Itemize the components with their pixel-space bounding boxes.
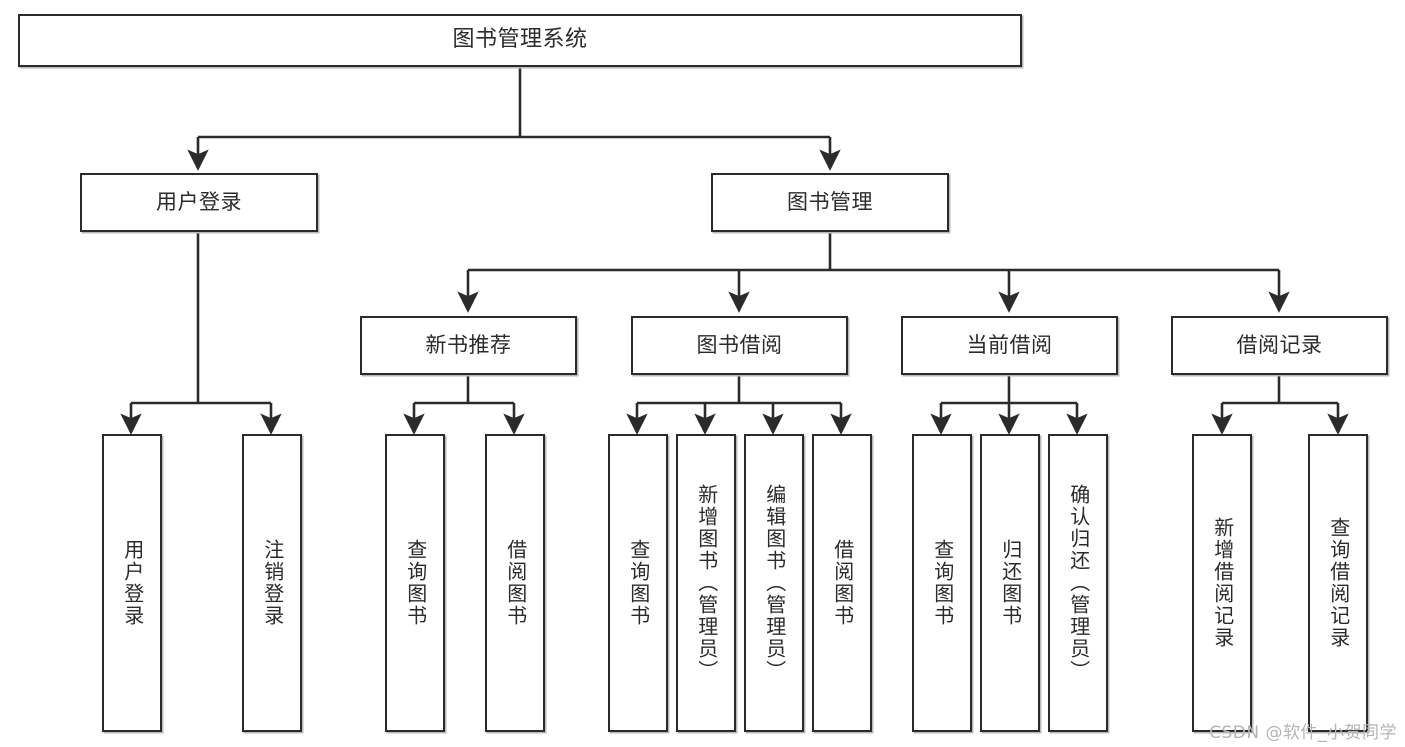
node-leaf-borrow-book-recommend[interactable]: 借阅图书 <box>485 434 545 732</box>
node-leaf-logout-login[interactable]: 注销登录 <box>242 434 302 732</box>
node-leaf-confirm-return-admin[interactable]: 确认归还（管理员） <box>1048 434 1108 732</box>
node-label: 查询图书 <box>626 539 651 627</box>
node-label: 归还图书 <box>998 539 1023 627</box>
node-label: 借阅记录 <box>1236 332 1323 357</box>
node-label: 图书管理 <box>787 189 873 214</box>
node-label: 借阅图书 <box>503 539 528 627</box>
node-leaf-query-book-borrow[interactable]: 查询图书 <box>608 434 668 732</box>
node-label: 注销登录 <box>260 539 285 627</box>
node-label: 当前借阅 <box>966 332 1053 357</box>
node-current-borrow[interactable]: 当前借阅 <box>901 316 1118 375</box>
node-label: 图书管理系统 <box>452 27 588 53</box>
node-leaf-add-book-admin[interactable]: 新增图书（管理员） <box>676 434 736 732</box>
node-label: 新增借阅记录 <box>1210 517 1235 649</box>
node-label: 查询借阅记录 <box>1326 517 1351 649</box>
node-leaf-query-borrow-record[interactable]: 查询借阅记录 <box>1308 434 1368 732</box>
node-label: 查询图书 <box>403 539 428 627</box>
node-root-book-management-system[interactable]: 图书管理系统 <box>18 14 1022 67</box>
node-label: 图书借阅 <box>696 332 783 357</box>
node-book-management[interactable]: 图书管理 <box>711 173 949 232</box>
node-leaf-add-borrow-record[interactable]: 新增借阅记录 <box>1192 434 1252 732</box>
node-label: 用户登录 <box>156 189 242 214</box>
node-label: 查询图书 <box>930 539 955 627</box>
node-label: 新书推荐 <box>425 332 512 357</box>
node-user-login[interactable]: 用户登录 <box>80 173 318 232</box>
node-leaf-edit-book-admin[interactable]: 编辑图书（管理员） <box>744 434 804 732</box>
node-label: 新增图书（管理员） <box>694 484 719 682</box>
node-leaf-user-login[interactable]: 用户登录 <box>102 434 162 732</box>
node-label: 用户登录 <box>120 539 145 627</box>
node-label: 借阅图书 <box>830 539 855 627</box>
node-label: 编辑图书（管理员） <box>762 484 787 682</box>
node-label: 确认归还（管理员） <box>1066 484 1091 682</box>
node-leaf-return-book[interactable]: 归还图书 <box>980 434 1040 732</box>
node-book-borrow[interactable]: 图书借阅 <box>631 316 848 375</box>
node-borrow-record[interactable]: 借阅记录 <box>1171 316 1388 375</box>
node-leaf-borrow-book[interactable]: 借阅图书 <box>812 434 872 732</box>
node-new-book-recommend[interactable]: 新书推荐 <box>360 316 577 375</box>
node-leaf-query-book-current[interactable]: 查询图书 <box>912 434 972 732</box>
node-leaf-query-book-recommend[interactable]: 查询图书 <box>385 434 445 732</box>
watermark: CSDN @软件_小贺同学 <box>1209 723 1397 743</box>
